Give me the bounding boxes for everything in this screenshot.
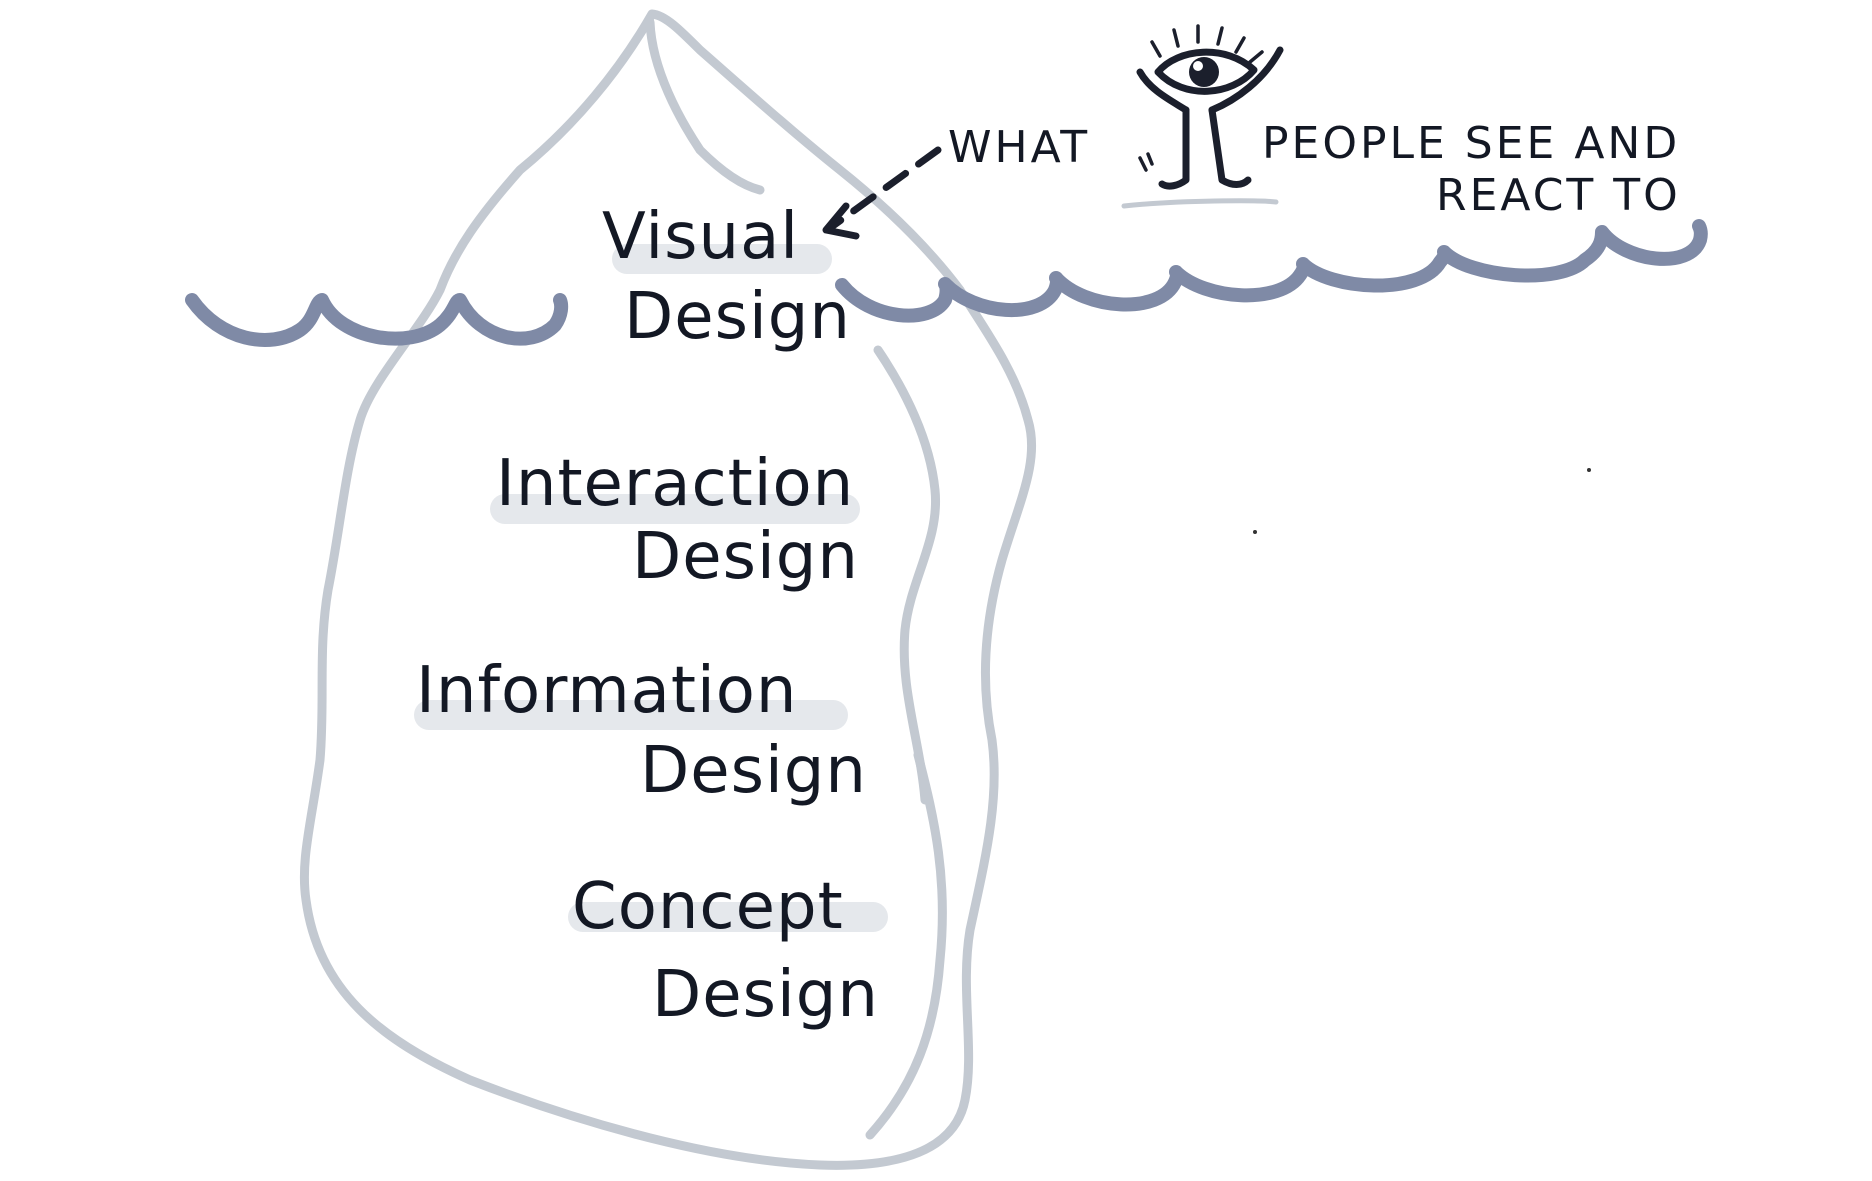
eye-glint [1193,61,1203,71]
highlights [414,244,888,932]
figure-right-leg [1208,106,1252,188]
layer-visual-title: Visual [602,200,799,274]
layer-interaction: Interaction Design [496,447,859,594]
stray-dot [1253,530,1257,534]
water-line [185,219,1708,347]
layer-visual: Visual Design [602,200,851,354]
iceberg-ridge-right [873,345,941,805]
figure-ground [1121,198,1279,209]
layer-interaction-subtitle: Design [632,520,859,594]
annotation-line2: REACT TO [1436,170,1681,221]
annotation-what: WHAT [948,122,1090,173]
interaction-highlight [490,494,860,524]
eye-figure-icon [1121,24,1284,209]
layer-information-title: Information [416,654,797,728]
water-line-left [185,293,569,347]
layer-concept-title: Concept [572,870,844,944]
figure-left-leg [1158,106,1190,190]
annotation: WHAT PEOPLE SEE AND REACT TO [948,118,1681,221]
iceberg-ridge-lower [865,750,947,1140]
layer-interaction-title: Interaction [496,447,854,521]
eye-lashes [1150,24,1264,64]
information-highlight [414,700,848,730]
concept-highlight [568,902,888,932]
water-line-right [835,219,1708,323]
dashed-arrow-icon [822,146,942,240]
stray-dot [1587,468,1591,472]
layer-information: Information Design [416,654,867,808]
layer-information-subtitle: Design [640,734,867,808]
arrow-head [822,202,860,240]
annotation-line1: PEOPLE SEE AND [1262,118,1680,169]
figure-left-arm [1136,68,1190,114]
figure-right-arm [1208,46,1284,114]
arrow-shaft [826,146,942,232]
layer-visual-subtitle: Design [624,280,851,354]
layer-concept-subtitle: Design [652,958,879,1032]
visual-highlight [612,244,832,274]
eye-pupil [1189,57,1219,87]
iceberg-ridge-top [645,17,765,195]
eye-outline [1154,48,1258,95]
figure-motion-marks [1138,152,1154,172]
layer-concept: Concept Design [572,870,879,1032]
